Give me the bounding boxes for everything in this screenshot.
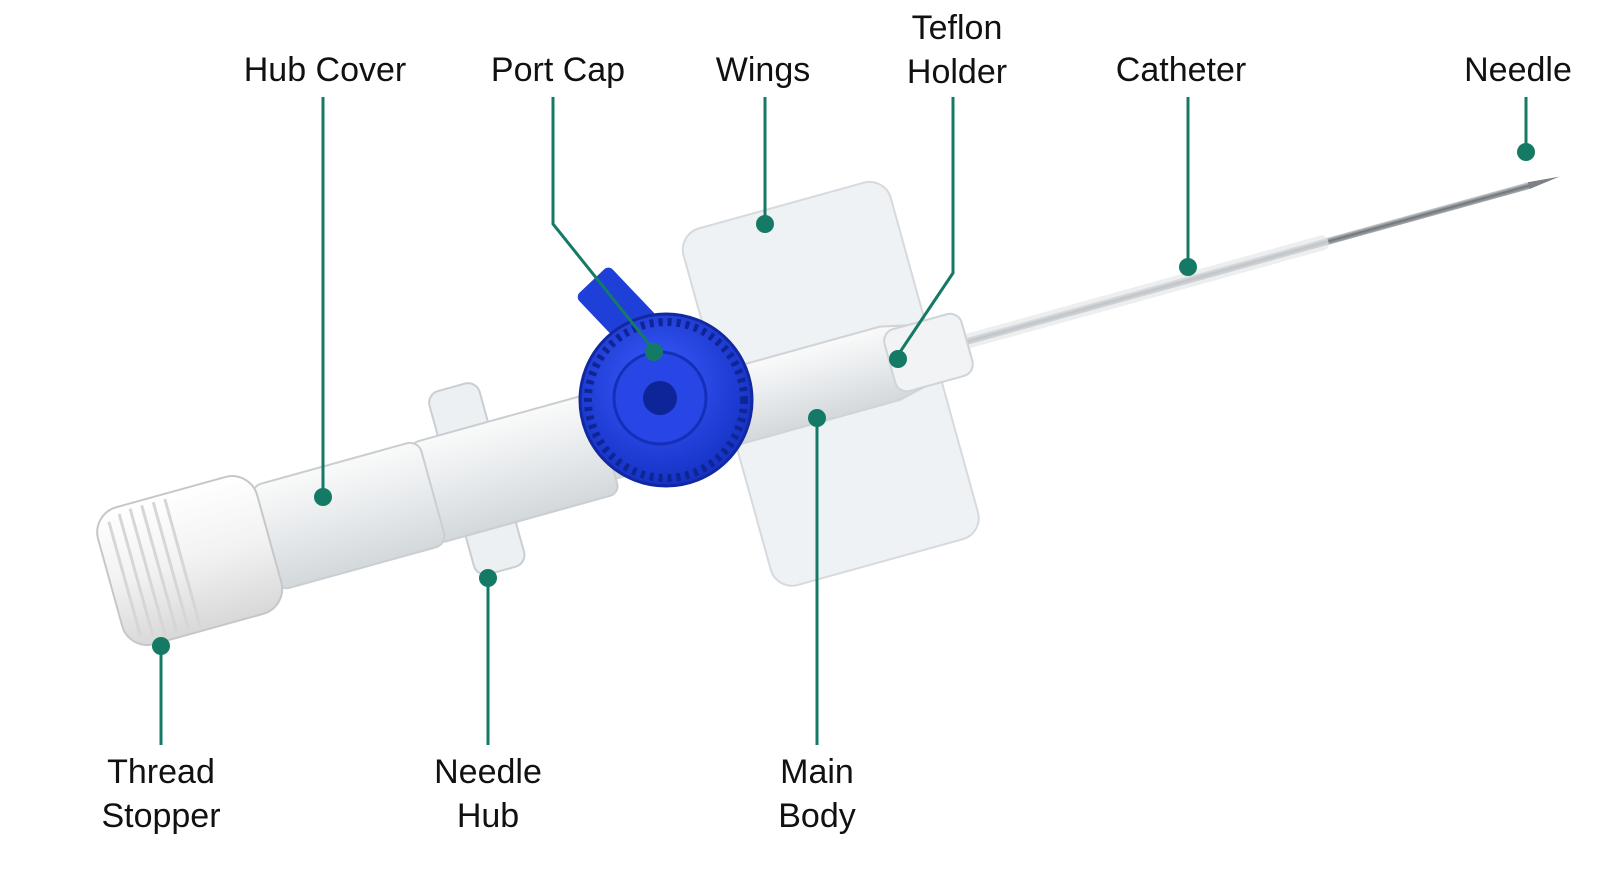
hub-cover (251, 441, 446, 590)
port-cap (578, 312, 754, 488)
dot-hub-cover (314, 488, 332, 506)
label-port-cap: Port Cap (490, 51, 626, 89)
needle-tip (1527, 176, 1560, 189)
label-wings: Wings (715, 51, 811, 89)
leader-dots (152, 143, 1535, 655)
label-needle-hub: Needle Hub (434, 753, 542, 835)
dot-catheter (1179, 258, 1197, 276)
label-main-body: Main Body (778, 753, 856, 835)
label-teflon-holder: Teflon Holder (906, 9, 1008, 91)
thread-stopper-ridges (107, 498, 202, 638)
cannula-device (96, 176, 1560, 647)
leader-teflon-holder (896, 97, 955, 356)
label-needle: Needle (1464, 51, 1572, 89)
label-hub-cover: Hub Cover (243, 51, 407, 89)
dot-needle-hub (479, 569, 497, 587)
dot-port-cap (645, 343, 663, 361)
dot-main-body (808, 409, 826, 427)
leader-lines (159, 97, 1528, 745)
label-thread-stopper: Thread Stopper (101, 753, 221, 835)
dot-needle (1517, 143, 1535, 161)
catheter (922, 235, 1329, 360)
leader-port-cap (551, 97, 656, 351)
label-catheter: Catheter (1115, 51, 1247, 89)
dot-teflon-holder (889, 350, 907, 368)
dot-wings (756, 215, 774, 233)
dot-thread-stopper (152, 637, 170, 655)
